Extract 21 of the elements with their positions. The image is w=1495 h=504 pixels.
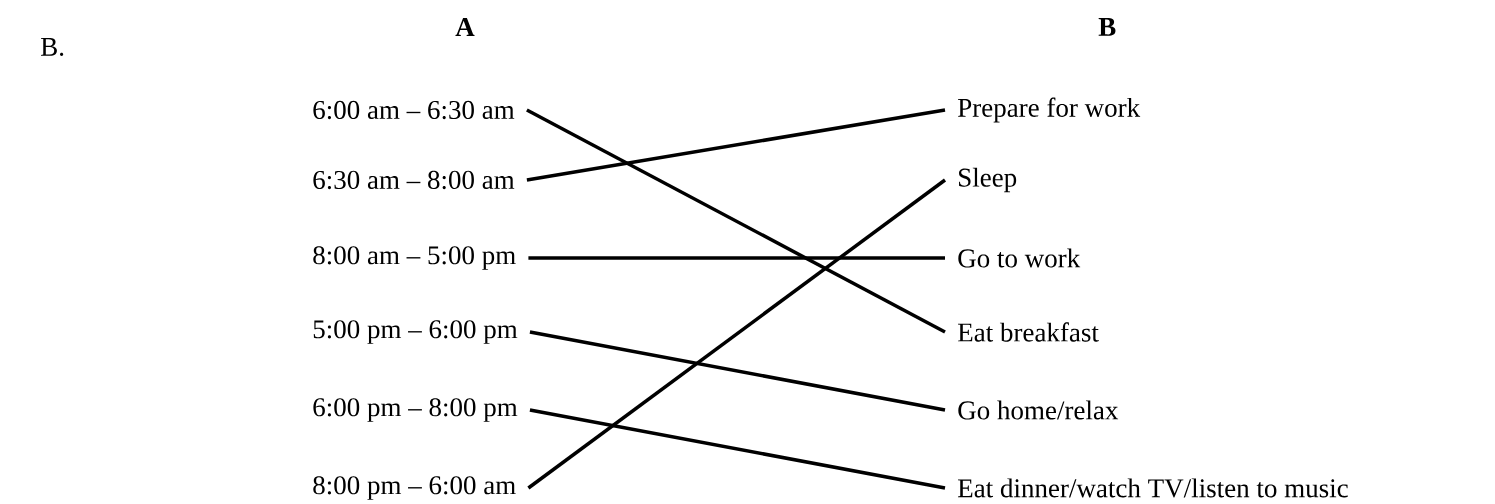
time-text: 5:00 pm – 6:00 pm <box>313 320 518 344</box>
matching-line <box>527 178 947 490</box>
activity-text: Go to work <box>958 248 1081 268</box>
time-text: 6:30 am – 8:00 am <box>313 170 515 190</box>
activity-text: Prepare for work <box>958 97 1141 123</box>
activity-text: Go home/relax <box>958 400 1119 420</box>
activity-text: Eat breakfast <box>958 322 1099 342</box>
matching-line <box>529 408 946 490</box>
activity-text: Eat dinner/watch TV/listen to music <box>958 478 1348 498</box>
activity-text: Sleep <box>959 167 1017 193</box>
time-text: 6:00 pm – 8:00 pm <box>313 398 518 422</box>
matching-line <box>526 108 946 334</box>
time-text: 8:00 pm – 6:00 am <box>313 476 516 500</box>
matching-line <box>526 108 946 182</box>
matching-line <box>529 330 946 412</box>
matching-line <box>528 256 945 260</box>
label-text: B. <box>41 37 64 56</box>
time-text: 8:00 am – 5:00 pm <box>313 246 516 270</box>
column-heading: B <box>1098 18 1116 36</box>
time-text: 6:00 am – 6:30 am <box>313 100 515 120</box>
column-heading: A <box>455 18 475 36</box>
